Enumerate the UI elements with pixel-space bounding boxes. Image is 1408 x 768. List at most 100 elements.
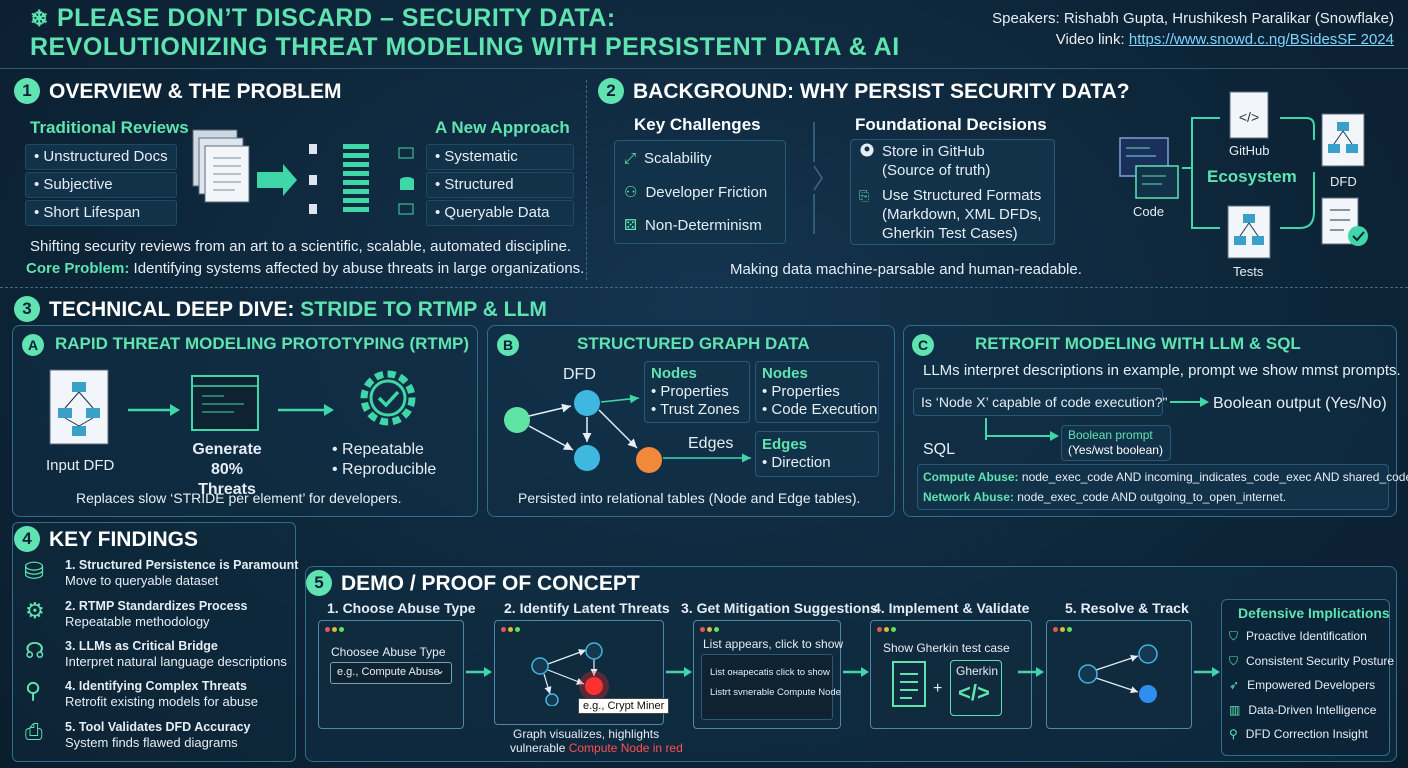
gherkin-header: Show Gherkin test case [883, 641, 1010, 655]
step-3-title: 3. Get Mitigation Suggestions [681, 600, 878, 616]
arrow-right-icon [1018, 667, 1044, 677]
brain-icon: ☊ [25, 638, 45, 663]
graph-node [1138, 644, 1158, 664]
bar-chart-icon: ▥ [1229, 703, 1241, 717]
mitigation-item[interactable]: Listrt svnerable Compute Node [710, 687, 841, 698]
section-divider [586, 80, 587, 280]
arrow-right-icon [278, 404, 334, 416]
github-file-icon: </> [1229, 91, 1269, 139]
arrow-right-icon [466, 667, 492, 677]
step4-window [870, 620, 1032, 729]
llm-question: Is ‘Node X’ capable of code execution?" [921, 394, 1168, 410]
approach-item: • Queryable Data [426, 200, 574, 226]
resolved-node[interactable] [1139, 685, 1157, 703]
eco-github-label: GitHub [1229, 143, 1270, 158]
sql-label: SQL [923, 441, 956, 458]
abuse-type-label: Chooseе Abuse Type [331, 645, 446, 659]
speakers-block: Speakers: Rishabh Gupta, Hrushikesh Para… [992, 8, 1394, 50]
threat-graph [531, 642, 609, 706]
step5-window [1046, 620, 1192, 729]
retrofit-intro: LLMs interpret descriptions in example, … [923, 362, 1401, 379]
step-5-title: 5. Resolve & Track [1065, 600, 1189, 616]
transform-illustration [192, 129, 414, 215]
defensive-item: ⚲DFD Correction Insight [1229, 727, 1368, 741]
shield-check-icon: ⛉ [1229, 654, 1239, 668]
document-icon [892, 661, 926, 707]
edges-label: Edges [688, 435, 734, 452]
chevron-down-icon: ⌄ [434, 663, 445, 677]
mitigation-list [701, 654, 833, 720]
edges-box [755, 431, 879, 477]
compute-abuse-query: Compute Abuse: node_exec_code AND incomi… [923, 470, 1408, 484]
arrow-right-icon [128, 404, 180, 416]
input-dfd-label: Input DFD [46, 457, 115, 474]
graph-node [1078, 664, 1098, 684]
step2-caption-line2: vulnerable Compute Node in red [510, 741, 683, 755]
header-title-line1: ❄PLEASE DON’T DISCARD – SECURITY DATA: [30, 4, 616, 32]
core-problem: Core Problem: Identifying systems affect… [26, 260, 585, 277]
boolean-prompt-box [1061, 425, 1171, 461]
vulnerable-node[interactable] [585, 677, 603, 695]
resolved-graph [1078, 644, 1158, 703]
graph-node [574, 445, 600, 471]
video-link[interactable]: https://www.snowd.c.ng/BSidesSF 2024 [1128, 31, 1394, 48]
traditional-item: • Short Lifespan [25, 200, 177, 226]
rocket-icon: ➶ [1229, 678, 1240, 692]
mitigation-item[interactable]: List oнapecatis click to show [710, 667, 830, 678]
gear-icon: ⚙ [25, 598, 45, 623]
crypt-miner-tooltip: e.g., Crypt Miner [578, 698, 670, 714]
defensive-item: ⛉Consistent Security Posture [1229, 654, 1395, 668]
gherkin-label: Gherkin [956, 664, 999, 678]
step-2-title: 2. Identify Latent Threats [504, 600, 670, 616]
document-search-icon: ⎙ [25, 719, 43, 744]
defensive-item: ▥Data-Driven Intelligence [1229, 703, 1377, 717]
format-icon: ⎘ [859, 188, 870, 203]
network-abuse-query: Network Abuse: node_exec_code AND outgoi… [923, 490, 1287, 504]
retrofit-arrows [985, 397, 1209, 441]
section-divider-h [0, 287, 1408, 288]
challenge-item: ⚄Non-Determinism [624, 217, 762, 234]
traditional-item: • Subjective [25, 172, 177, 198]
eco-center-label: Ecosystem [1207, 167, 1297, 186]
abuse-type-select[interactable]: e.g., Compute Abuse ⌄ [330, 662, 452, 684]
video-line: Video link: https://www.snowd.c.ng/BSide… [1055, 31, 1394, 48]
rtmp-title: RAPID THREAT MODELING PROTOTYPING (RTMP) [55, 334, 469, 353]
challenges-box [614, 140, 786, 244]
rtmp-benefits: • Repeatable• Reproducible [332, 441, 437, 478]
mitigation-list-header: List appears, click to show [703, 637, 844, 651]
eco-dfd-label: DFD [1330, 174, 1357, 189]
expand-icon: ⤢ [624, 150, 637, 167]
tests-icon [1227, 205, 1271, 259]
defensive-panel [1221, 599, 1390, 756]
step-4-title: 4. Implement & Validate [873, 600, 1030, 616]
edges-list: Edges• Direction [762, 436, 831, 471]
header-divider [0, 68, 1408, 69]
overview-text: Shifting security reviews from an art to… [30, 238, 572, 255]
speakers-text: Speakers: Rishabh Gupta, Hrushikesh Para… [992, 10, 1394, 27]
graph-node [574, 390, 600, 416]
boolean-output: Boolean output (Yes/No) [1213, 395, 1387, 412]
plus-sign: + [933, 680, 943, 697]
background-footer: Making data machine-parsable and human-r… [730, 261, 1082, 278]
snowflake-icon: ❄ [30, 6, 49, 31]
question-box [913, 388, 1163, 416]
defensive-item: ➶Empowered Developers [1229, 678, 1376, 692]
findings-panel [12, 522, 296, 762]
code-icon [1119, 137, 1179, 199]
graph-node [636, 447, 662, 473]
dice-icon: ⚄ [624, 217, 638, 234]
eco-tests-label: Tests [1233, 264, 1264, 279]
window-controls [1053, 625, 1074, 634]
svg-text:</>: </> [1239, 109, 1259, 125]
rtmp-footer: Replaces slow ‘STRIDE per element’ for d… [76, 490, 402, 506]
person-icon: ⚇ [624, 184, 638, 201]
foundational-decisions-heading: Foundational Decisions [855, 115, 1047, 134]
graph-title: STRUCTURED GRAPH DATA [577, 334, 810, 353]
challenge-item: ⚇Developer Friction [624, 184, 768, 201]
